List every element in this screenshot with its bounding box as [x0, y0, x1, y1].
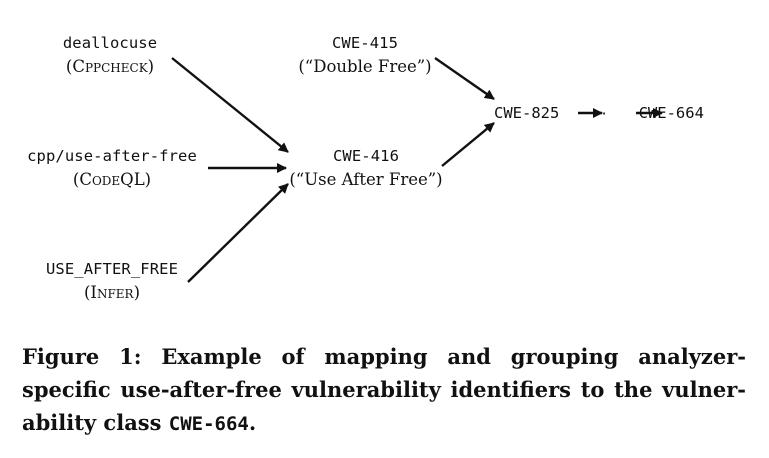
arrow-cwe416-to-cwe825 [441, 122, 495, 167]
node-infer: USE_AFTER_FREE (Infer) [35, 257, 189, 305]
node-infer-tool: (Infer) [83, 283, 140, 302]
node-cwe416-id: CWE-416 [332, 147, 400, 165]
cwe-chain: CWE-825 ··· CWE-664 [494, 100, 704, 126]
node-deallocuse: deallocuse (Cppcheck) [46, 31, 174, 79]
arrow-infer-to-cwe416 [187, 183, 289, 283]
caption-code: CWE-664 [168, 413, 249, 435]
node-deallocuse-tool: (Cppcheck) [65, 57, 155, 76]
node-codeql: cpp/use-after-free (CodeQL) [14, 144, 210, 192]
node-deallocuse-id: deallocuse [62, 34, 158, 52]
node-cwe825: CWE-825 [494, 104, 560, 122]
arrow-deallocuse-to-cwe416 [171, 57, 289, 153]
chain-ellipsis: ··· [591, 103, 607, 123]
tool-name-cppcheck: Cppcheck [72, 57, 148, 76]
arrow-cwe415-to-cwe825 [434, 57, 495, 100]
node-cwe416: CWE-416 (“Use After Free”) [286, 144, 446, 192]
node-cwe416-desc: (“Use After Free”) [289, 170, 443, 189]
arrow-layer [171, 57, 664, 283]
node-codeql-id: cpp/use-after-free [27, 147, 197, 165]
node-cwe664: CWE-664 [638, 104, 704, 122]
caption-tail: . [248, 410, 257, 435]
caption-text: Figure 1: Example of mapping and groupin… [22, 344, 746, 435]
node-cwe415: CWE-415 (“Double Free”) [296, 31, 434, 79]
node-infer-id: USE_AFTER_FREE [45, 260, 179, 278]
tool-name-codeql: CodeQL [79, 170, 145, 189]
figure-caption: Figure 1: Example of mapping and groupin… [22, 340, 746, 441]
tool-name-infer: Infer [90, 283, 134, 302]
node-cwe415-id: CWE-415 [331, 34, 399, 52]
node-cwe415-desc: (“Double Free”) [298, 57, 432, 76]
node-codeql-tool: (CodeQL) [72, 170, 152, 189]
